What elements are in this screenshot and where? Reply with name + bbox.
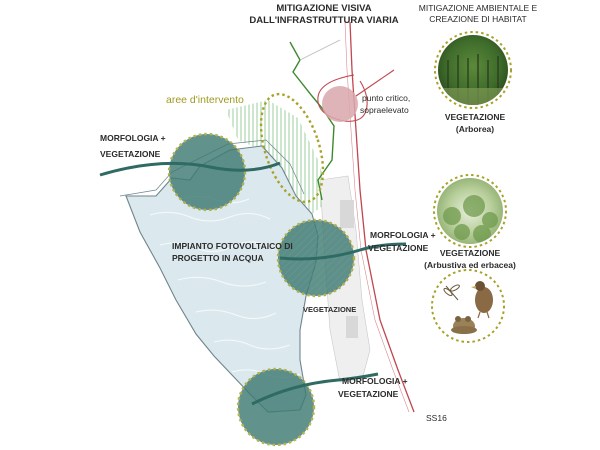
critical-point-line-2: sopraelevato (360, 105, 409, 115)
dragonfly-icon (443, 284, 460, 301)
visual-mitigation-secondary-line (299, 39, 341, 61)
morphology-north-line-2: VEGETAZIONE (100, 149, 161, 159)
morphology-east-line-1: MORFOLOGIA + (370, 230, 436, 240)
env-mitigation-line-1: MITIGAZIONE AMBIENTALE E (419, 3, 538, 13)
solar-plant-line-1: IMPIANTO FOTOVOLTAICO DI (172, 241, 293, 251)
arbustiva-line-1: VEGETAZIONE (440, 248, 501, 258)
road-ss16-edge (344, 21, 410, 413)
critical-point-line-1: punto critico, (362, 93, 410, 103)
intervention-circle-south (236, 367, 316, 447)
env-mitigation-line-2: CREAZIONE DI HABITAT (429, 14, 526, 24)
morphology-north-line-1: MORFOLOGIA + (100, 133, 166, 143)
arborea-line-2: (Arborea) (456, 124, 494, 134)
building-block (346, 316, 358, 338)
vegetation-hatched-area (226, 100, 330, 214)
morphology-east-line-2: VEGETAZIONE (368, 243, 429, 253)
visual-mitigation-line-1: MITIGAZIONE VISIVA (276, 3, 371, 14)
solar-plant-line-2: PROGETTO IN ACQUA (172, 253, 264, 263)
fauna-circle (431, 269, 505, 343)
morphology-line-south (251, 372, 379, 406)
building-block (340, 200, 354, 228)
morphology-line-north (99, 161, 281, 177)
tree-grove-icon (434, 31, 512, 109)
visual-mitigation-line-2: DALL'INFRASTRUTTURA VIARIA (249, 15, 398, 26)
header-environmental-mitigation: MITIGAZIONE AMBIENTALE E CREAZIONE DI HA… (419, 3, 538, 24)
morphology-south-line-2: VEGETAZIONE (338, 389, 399, 399)
road-ss16 (349, 21, 415, 413)
morphology-line-east (279, 242, 407, 261)
shrub-icon (433, 174, 507, 248)
intervention-area-ellipse (259, 92, 325, 204)
vegetation-small-label: VEGETAZIONE (303, 305, 356, 314)
road-overpass-branch (355, 69, 395, 97)
arborea-line-1: VEGETAZIONE (445, 112, 506, 122)
header-visual-mitigation: MITIGAZIONE VISIVA DALL'INFRASTRUTTURA V… (249, 3, 398, 26)
intervention-areas-label: aree d'intervento (166, 94, 244, 106)
duck-icon (471, 281, 493, 319)
road-ss16-label: SS16 (426, 413, 447, 423)
intervention-circle-north (167, 132, 247, 212)
morphology-south-line-1: MORFOLOGIA + (342, 376, 408, 386)
critical-point-circle (322, 86, 358, 122)
toad-icon (451, 316, 477, 334)
arbustiva-line-2: (Arbustiva ed erbacea) (424, 260, 516, 270)
